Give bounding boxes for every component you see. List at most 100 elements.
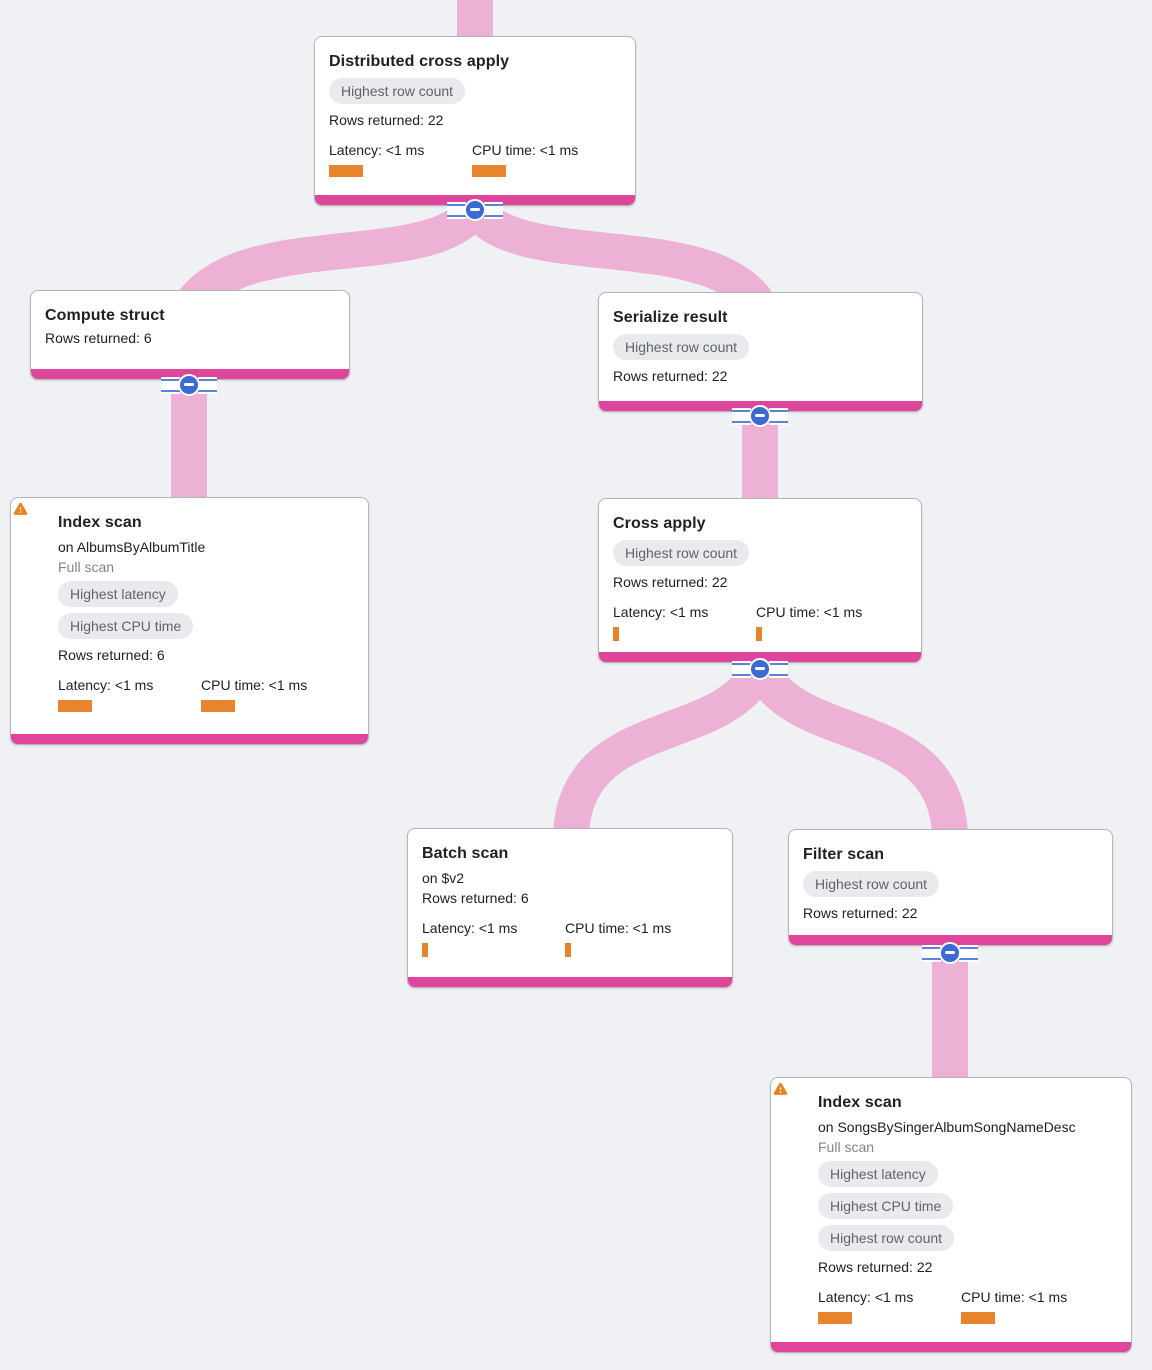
badge-list: Highest row count: [803, 871, 1098, 903]
cpu-time-metric: CPU time: <1 ms: [565, 918, 671, 957]
latency-label: Latency: <1 ms: [613, 604, 709, 620]
collapse-stripe-right: [769, 662, 788, 676]
node-title: Batch scan: [422, 845, 509, 862]
rows-returned-label: Rows returned: 22: [613, 368, 728, 384]
node-target-label: on AlbumsByAlbumTitle: [58, 539, 206, 555]
latency-label: Latency: <1 ms: [58, 677, 154, 693]
minus-circle-icon: [178, 374, 200, 396]
collapse-stripe-right: [198, 378, 217, 392]
latency-metric: Latency: <1 ms: [613, 602, 708, 641]
collapse-stripe-right: [959, 946, 978, 960]
badge-row-item: Highest CPU time: [818, 1193, 1117, 1225]
cpu-time-bar: [472, 165, 506, 177]
collapse-button-filter-scan[interactable]: [922, 942, 978, 964]
node-title: Compute struct: [45, 307, 165, 324]
cpu-time-metric: CPU time: <1 ms: [961, 1287, 1067, 1324]
badge-list: Highest row count: [613, 334, 908, 366]
warning-triangle-icon: [772, 1080, 789, 1097]
latency-metric: Latency: <1 ms: [329, 140, 424, 177]
rows-returned-label: Rows returned: 22: [613, 574, 728, 590]
node-target-label: on $v2: [422, 870, 465, 886]
latency-metric: Latency: <1 ms: [818, 1287, 913, 1324]
status-badge: Highest row count: [613, 540, 750, 566]
badge-list: Highest row count: [329, 78, 621, 110]
minus-circle-icon: [749, 658, 771, 680]
cpu-time-bar: [756, 627, 762, 641]
cpu-time-label: CPU time: <1 ms: [756, 604, 863, 620]
warning-triangle-icon: [12, 500, 29, 517]
badge-row-item: Highest row count: [613, 334, 908, 366]
node-content: Index scan on SongsBySingerAlbumSongNameD…: [818, 1091, 1117, 1329]
status-badge: Highest latency: [818, 1161, 938, 1187]
rows-returned-label: Rows returned: 6: [45, 330, 152, 346]
latency-metric: Latency: <1 ms: [422, 918, 517, 957]
metrics-row: Latency: <1 ms CPU time: <1 ms: [613, 602, 907, 644]
badge-row-item: Highest latency: [818, 1161, 1117, 1193]
status-badge: Highest row count: [818, 1225, 955, 1251]
cpu-time-label: CPU time: <1 ms: [472, 142, 579, 158]
rows-returned-label: Rows returned: 22: [818, 1259, 933, 1275]
cpu-time-label: CPU time: <1 ms: [961, 1289, 1068, 1305]
flow-edge-distributed-cross-apply-to-serialize-result: [459, 197, 772, 314]
metrics-row: Latency: <1 ms CPU time: <1 ms: [58, 675, 354, 717]
collapse-button-cross-apply[interactable]: [732, 658, 788, 680]
rows-returned-label: Rows returned: 22: [329, 112, 444, 128]
rows-returned-label: Rows returned: 6: [422, 890, 529, 906]
status-badge: Highest row count: [803, 871, 940, 897]
latency-label: Latency: <1 ms: [422, 920, 518, 936]
cpu-time-metric: CPU time: <1 ms: [756, 602, 862, 641]
collapse-button-compute-struct[interactable]: [161, 374, 217, 396]
cpu-time-bar: [565, 943, 571, 957]
latency-bar: [58, 700, 92, 712]
badge-row-item: Highest row count: [818, 1225, 1117, 1257]
status-badge: Highest CPU time: [58, 613, 194, 639]
badge-row-item: Highest CPU time: [58, 613, 354, 645]
scan-type-label: Full scan: [818, 1139, 875, 1155]
node-body: Index scan on SongsBySingerAlbumSongNameD…: [771, 1078, 1131, 1329]
latency-label: Latency: <1 ms: [818, 1289, 914, 1305]
rows-returned-label: Rows returned: 22: [803, 905, 918, 921]
cpu-time-metric: CPU time: <1 ms: [472, 140, 578, 177]
cpu-time-label: CPU time: <1 ms: [565, 920, 672, 936]
node-target-label: on SongsBySingerAlbumSongNameDesc: [818, 1119, 1076, 1135]
latency-label: Latency: <1 ms: [329, 142, 425, 158]
metrics-row: Latency: <1 ms CPU time: <1 ms: [422, 918, 718, 960]
node-title: Index scan: [818, 1094, 902, 1111]
plan-node-index-scan-songs[interactable]: Index scan on SongsBySingerAlbumSongNameD…: [770, 1077, 1132, 1353]
node-footer-bar: [771, 1342, 1131, 1352]
latency-bar: [818, 1312, 852, 1324]
status-badge: Highest CPU time: [818, 1193, 954, 1219]
scan-type-label: Full scan: [58, 559, 115, 575]
metrics-row: Latency: <1 ms CPU time: <1 ms: [329, 140, 621, 182]
collapse-stripe-left: [732, 662, 751, 676]
cpu-time-bar: [201, 700, 235, 712]
metrics-row: Latency: <1 ms CPU time: <1 ms: [818, 1287, 1117, 1329]
status-badge: Highest row count: [613, 334, 750, 360]
collapse-button-distributed-cross-apply[interactable]: [447, 199, 503, 221]
cpu-time-label: CPU time: <1 ms: [201, 677, 308, 693]
status-badge: Highest row count: [329, 78, 466, 104]
collapse-button-serialize-result[interactable]: [732, 405, 788, 427]
minus-circle-icon: [939, 942, 961, 964]
flow-edge-distributed-cross-apply-to-compute-struct: [178, 196, 491, 314]
node-title: Distributed cross apply: [329, 53, 510, 70]
node-title: Cross apply: [613, 515, 706, 532]
collapse-stripe-left: [922, 946, 941, 960]
badge-row-item: Highest row count: [613, 540, 907, 572]
